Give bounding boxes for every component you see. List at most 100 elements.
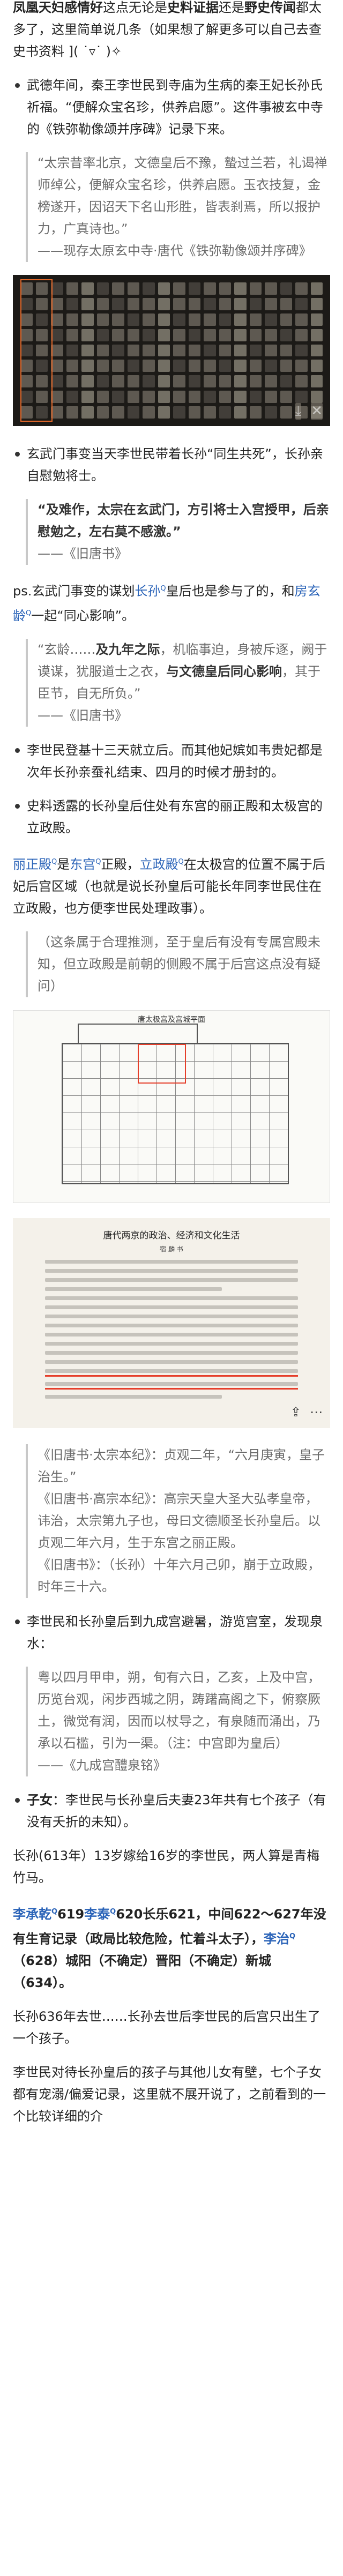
stele-highlight-box [20,279,53,422]
text-line [45,1369,298,1373]
book-page-image[interactable]: 唐代两京的政治、经济和文化生活 宿 麟 书 ⇪ ⋯ [13,1218,330,1428]
ps-text: ps.玄武门事变的谋划 [13,584,135,599]
quote-text: 《旧唐书·太宗本纪》：贞观二年，“六月庚寅，皇子治生。” [38,1447,325,1484]
bullet-temple-prayer: 武德年间，秦王李世民到寺庙为生病的秦王妃长孙氏祈福。“便解众宝名珍，供养启愿”。… [13,74,329,140]
intro-emoji: ]( ˙▿˙ )✧ [68,44,122,59]
final-text: 李世民对待长孙皇后的孩子与其他儿女有壁，七个子女都有宠溺/偏爱记录，这里就不展开… [13,2065,326,2124]
text-line [45,1382,298,1386]
death-paragraph: 长孙636年去世……长孙去世后李世民的后宫只出生了一个孩子。 [13,2009,320,2046]
search-icon[interactable]: Q [26,609,32,617]
map-title: 唐太极宫及宫城平面 [138,1016,205,1024]
intro-text: 还是 [219,0,244,15]
quote-reasoning: （这条属于合理推测，至于皇后有没有专属宫殿未知，但立政殿是前朝的侧殿不属于后宫这… [26,931,329,997]
text-line [45,1305,298,1309]
intro-text: 都太多了，这里简单说几条（如果想了解更多可以自己去查史书资料 [13,0,322,59]
text-line [45,1296,298,1300]
quote-source: ——《旧唐书》 [38,546,128,561]
search-icon[interactable]: Q [178,858,184,866]
quote-seg: ，机临事迫，身被斥逐，阙于谟谋，犹服道士之衣， [38,642,327,679]
bullet-residence: 史料透露的长孙皇后住处有东宫的丽正殿和太极宫的立政殿。 [13,795,329,839]
lizheng-text: 是 [57,857,70,872]
text-line [45,1324,298,1327]
quote-xuanwu: “及难作，太宗在玄武门，方引将士入宫授甲，后亲慰勉之，左右莫不感激。” ——《旧… [26,499,329,565]
download-icon[interactable]: ⤓ [295,403,302,420]
bullet-xuanwu: 玄武门事变当天李世民带着长孙“同生共死”，长孙亲自慰勉将士。 [13,443,329,487]
quote-source: ——《旧唐书》 [38,708,128,723]
quote-text: “太宗昔率北京，文德皇后不豫，蟄过兰若，礼谒禅师绰公，便解众宝名珍，供养启愿。玉… [38,155,327,236]
link-east-palace[interactable]: 东宫 [70,857,96,872]
search-icon[interactable]: Q [289,1932,296,1940]
quote-emph: 与文德皇后同心影响 [166,664,282,679]
close-icon[interactable]: ✕ [311,403,323,420]
link-lizheng-hall[interactable]: 丽正殿 [13,857,51,872]
link-li-tai[interactable]: 李泰 [84,1907,110,1922]
quote-text: 《旧唐书·高宗本纪》：高宗天皇大圣大弘孝皇帝，讳治，太宗第九子也，母曰文德顺圣长… [38,1491,320,1550]
text-line [45,1269,298,1273]
search-icon[interactable]: Q [51,858,57,866]
lizheng-text: 在太极宫的位置不属于后妃后宫区域（也就是说长孙皇后可能长年同李世民住在立政殿，也… [13,857,325,916]
age-paragraph: 长孙(613年）13岁嫁给16岁的李世民，两人算是青梅竹马。 [13,1848,320,1885]
bullet-enthrone: 李世民登基十三天就立后。而其他妃嫔如韦贵妃都是次年长孙亲蚕礼结束、四月的时候才册… [13,740,329,783]
bullet-children: 子女：李世民与长孙皇后夫妻23年共有七个孩子（有没有夭折的未知）。 [13,1789,329,1833]
ps-text: 皇后也是参与了的，和 [166,584,295,599]
quote-text: 《旧唐书》：（长孙）十年六月己卯，崩于立政殿，时年三十六。 [38,1557,320,1594]
palace-map-image[interactable]: 唐太极宫及宫城平面 [13,1010,330,1203]
quote-seg: ，其于臣节，自无所负。” [38,664,320,701]
book-title: 唐代两京的政治、经济和文化生活 [103,1230,240,1241]
quote-fang: “玄龄……及九年之际，机临事迫，身被斥逐，阙于谟谋，犹服道士之衣，与文德皇后同心… [26,639,329,727]
link-zhangsun[interactable]: 长孙 [135,584,161,599]
map-highlight-box [138,1044,186,1084]
search-icon[interactable]: Q [110,1908,116,1916]
book-subtitle: 宿 麟 书 [160,1245,183,1253]
births-text: （628）城阳（不确定）晋阳（不确定）新城（634）。 [13,1953,272,1990]
quote-records: 《旧唐书·太宗本纪》：贞观二年，“六月庚寅，皇子治生。” 《旧唐书·高宗本纪》：… [26,1444,329,1598]
ps-paragraph: ps.玄武门事变的谋划长孙Q皇后也是参与了的，和房玄龄Q一起“同心影响”。 [13,578,329,627]
quote-text: 粤以四月甲申，朔，旬有六日，乙亥，上及中宫，历览台观，闲步西城之阴，踌躇高阁之下… [38,1670,320,1751]
more-icon[interactable]: ⋯ [310,1405,323,1420]
text-line [45,1351,298,1355]
article-body-3: 《旧唐书·太宗本纪》：贞观二年，“六月庚寅，皇子治生。” 《旧唐书·高宗本纪》：… [0,1444,343,2127]
share-icon[interactable]: ⇪ [290,1405,301,1420]
search-icon[interactable]: Q [95,858,101,866]
link-fang-xuanling[interactable]: 房玄龄 [13,584,320,623]
lizheng-paragraph: 丽正殿Q是东宫Q正殿，立政殿Q在太极宫的位置不属于后妃后宫区域（也就是说长孙皇后… [13,851,329,920]
final-paragraph: 李世民对待长孙皇后的孩子与其他儿女有壁，七个子女都有宠溺/偏爱记录，这里就不展开… [13,2062,329,2127]
underline-mark [45,1388,298,1390]
quote-emph: 及九年之际 [95,642,160,657]
bullet-summer-palace: 李世民和长孙皇后到九成宫避暑，游览宫室，发现泉水： [13,1611,329,1655]
search-icon[interactable]: Q [51,1908,58,1916]
link-li-chengqian[interactable]: 李承乾 [13,1907,51,1922]
map-grid [62,1043,289,1184]
link-lizheng-hall-2[interactable]: 立政殿 [139,857,178,872]
quote-source: ——现存太原玄中寺·唐代《铁弥勒像颂并序碑》 [38,243,312,258]
map-north-block [78,1024,198,1044]
quote-spring: 粤以四月甲申，朔，旬有六日，乙亥，上及中宫，历览台观，闲步西城之阴，踌躇高阁之下… [26,1667,329,1776]
link-li-zhi[interactable]: 李治 [264,1931,289,1946]
text-line [45,1395,222,1399]
quote-stele: “太宗昔率北京，文德皇后不豫，蟄过兰若，礼谒禅师绰公，便解众宝名珍，供养启愿。玉… [26,152,329,262]
quote-source: ——《九成宫醴泉铭》 [38,1758,166,1773]
lizheng-text: 正殿， [101,857,140,872]
text-line [45,1278,298,1282]
intro-lead: 凤凰天妇感情好 [13,0,103,15]
children-label: 子女 [27,1793,53,1808]
quote-text: “玄龄……及九年之际，机临事迫，身被斥逐，阙于谟谋，犹服道士之衣，与文德皇后同心… [38,639,329,705]
intro-paragraph: 凤凰天妇感情好这点无论是史料证据还是野史传闻都太多了，这里简单说几条（如果想了解… [13,0,329,63]
intro-text: 这点无论是 [103,0,167,15]
text-line [45,1360,298,1364]
article-body: 凤凰天妇感情好这点无论是史料证据还是野史传闻都太多了，这里简单说几条（如果想了解… [0,0,343,262]
stele-rubbing-image[interactable]: ⤓ ✕ [13,275,330,426]
article-body-2: 玄武门事变当天李世民带着长孙“同生共死”，长孙亲自慰勉将士。 “及难作，太宗在玄… [0,443,343,997]
text-line [45,1260,298,1264]
image-toolbar: ⤓ ✕ [295,403,323,420]
text-line [45,1333,298,1336]
search-icon[interactable]: Q [160,585,166,593]
births-text: 619 [57,1907,85,1922]
intro-emph-evidence: 史料证据 [167,0,219,15]
text-line [45,1287,222,1291]
ps-text: 一起“同心影响”。 [31,608,135,623]
quote-seg: “玄龄…… [38,642,96,657]
births-paragraph: 李承乾Q619李泰Q620长乐621，中间622～627年没有生育记录（政局比较… [13,1901,329,1994]
births-text: 620长乐621，中间622～627年没有生育记录（政局比较危险，忙着斗太子）， [13,1907,326,1946]
image-toolbar: ⇪ ⋯ [290,1405,323,1420]
